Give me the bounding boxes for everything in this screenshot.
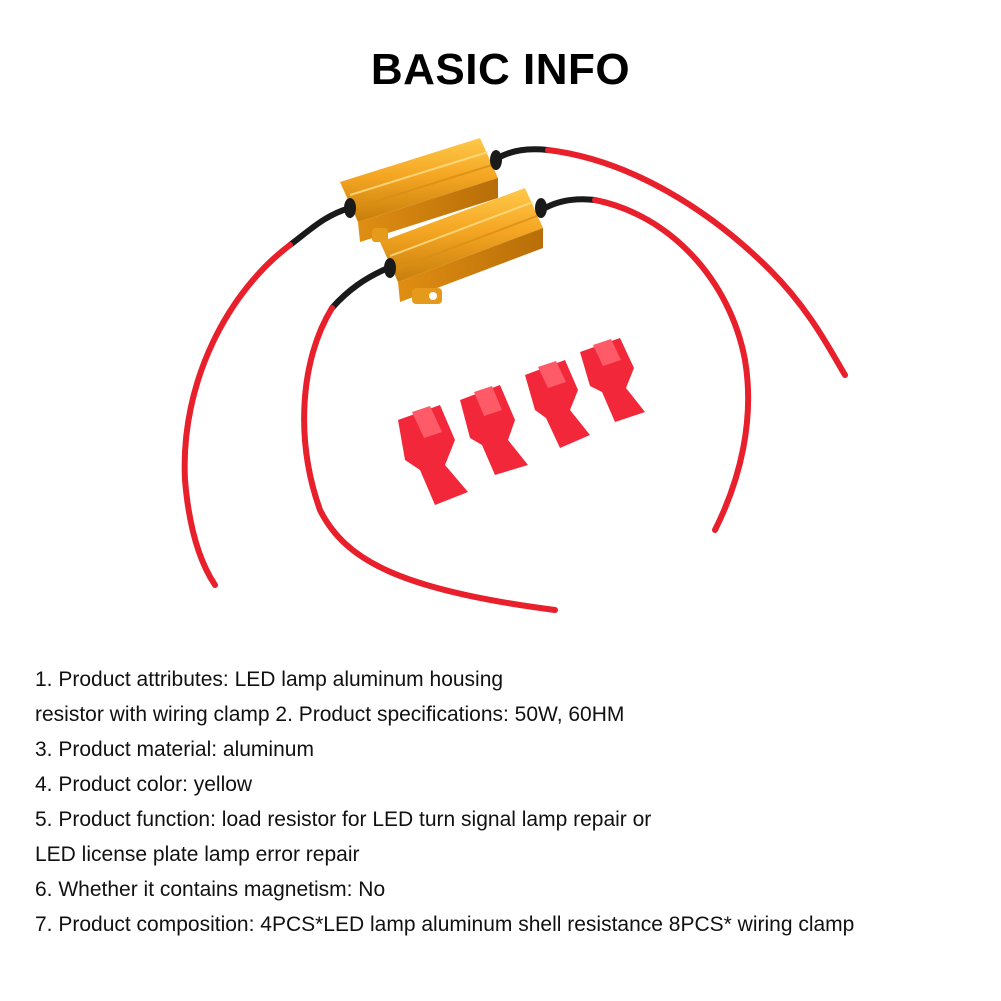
resistor-2 (380, 188, 547, 304)
info-line-4: 4. Product color: yellow (35, 773, 253, 796)
wire-clamp-3 (525, 360, 590, 448)
resistor-1 (340, 138, 502, 242)
resistor-2-wires (301, 196, 752, 613)
info-line-8: 7. Product composition: 4PCS*LED lamp al… (35, 913, 855, 936)
info-line-6: LED license plate lamp error repair (35, 843, 360, 866)
wire-clamp-2 (460, 385, 528, 475)
product-photo (181, 138, 848, 613)
page-title: BASIC INFO (370, 45, 631, 94)
info-line-3: 3. Product material: aluminum (35, 738, 314, 761)
wire-clamp-1 (398, 405, 468, 505)
info-line-1: 1. Product attributes: LED lamp aluminum… (35, 668, 504, 691)
wire-clamp-4 (580, 338, 645, 422)
info-line-5: 5. Product function: load resistor for L… (35, 808, 652, 831)
resistor-1-wires (181, 146, 848, 588)
info-line-2: resistor with wiring clamp 2. Product sp… (35, 703, 625, 726)
info-line-7: 6. Whether it contains magnetism: No (35, 878, 386, 901)
product-info-list: 1. Product attributes: LED lamp aluminum… (35, 662, 985, 942)
